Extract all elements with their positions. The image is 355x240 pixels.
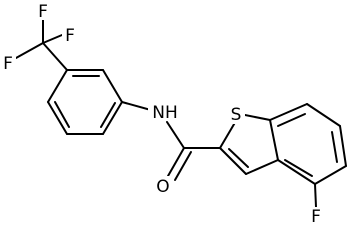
atom-label-f-top: F [38,2,48,22]
atom-label-f-left: F [3,54,13,74]
cf3-group [15,18,68,71]
bond-cf3-ring [42,42,68,71]
bond-c4-f [314,183,317,208]
benzo-inner-1 [277,113,306,127]
bond-c-o-1 [167,147,185,177]
atom-label-f-mid: F [65,26,75,46]
benzo-inner-3 [284,159,313,177]
phenyl-inner-3 [54,101,70,128]
benzo-bond-5 [314,165,347,185]
molecule-svg: F F F NH O S F [1,2,347,227]
benzo-bond-1 [269,119,279,161]
phenyl-bond-5 [47,101,68,135]
benzo-inner-2 [331,131,338,163]
bond-c2-c3 [219,147,247,175]
structure-diagram: F F F NH O S F [1,2,347,227]
atom-label-nh: NH [152,103,178,123]
phenyl-bond-3 [102,101,123,135]
bond-c-f-mid [42,34,63,44]
atom-label-f-ring: F [311,207,321,227]
atom-label-s: S [231,105,242,125]
benzo-bond-2 [269,103,308,121]
bond-n-carbonyl [166,121,185,149]
atom-label-o: O [156,177,169,197]
benzo-ring [269,103,347,208]
phenyl-bond-6 [47,69,68,103]
benzo-bond-3 [306,103,341,127]
atom-labels: F F F NH O S F [1,2,324,227]
benzo-bond-4 [339,125,347,167]
phenyl-ring [47,69,123,135]
phenyl-inner-2 [100,102,116,128]
bond-c2-c3-inner [228,148,249,168]
amide-group [121,101,221,181]
phenyl-bond-2 [102,69,123,103]
bond-c-o-2 [174,151,192,181]
bond-c3-c3a [245,159,279,175]
bond-c-f-left [15,42,44,59]
benzo-bond-6 [277,159,316,185]
